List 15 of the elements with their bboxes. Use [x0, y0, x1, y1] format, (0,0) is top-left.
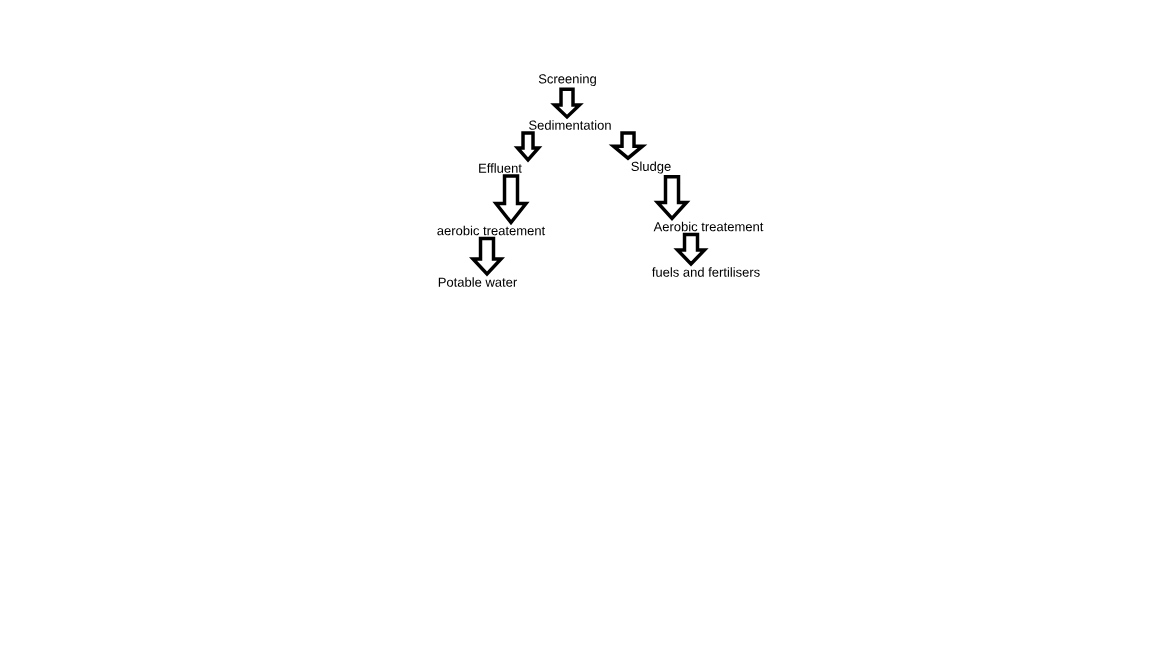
- block-arrow: [550, 87, 584, 120]
- process-label: aerobic treatement: [437, 225, 546, 236]
- block-arrow: [492, 174, 530, 226]
- process-label: Potable water: [438, 277, 517, 287]
- process-label: fuels and fertilisers: [652, 267, 760, 277]
- block-arrow: [653, 175, 691, 222]
- block-arrow: [513, 131, 543, 163]
- block-arrow: [608, 131, 648, 161]
- process-label: Effluent: [479, 163, 522, 173]
- process-label: Screening: [538, 73, 596, 87]
- process-label: Sludge: [631, 161, 671, 174]
- process-label: Aerobic treatement: [653, 221, 764, 232]
- process-label: Sedimentation: [529, 120, 611, 130]
- block-arrow: [469, 236, 505, 277]
- block-arrow: [673, 232, 709, 267]
